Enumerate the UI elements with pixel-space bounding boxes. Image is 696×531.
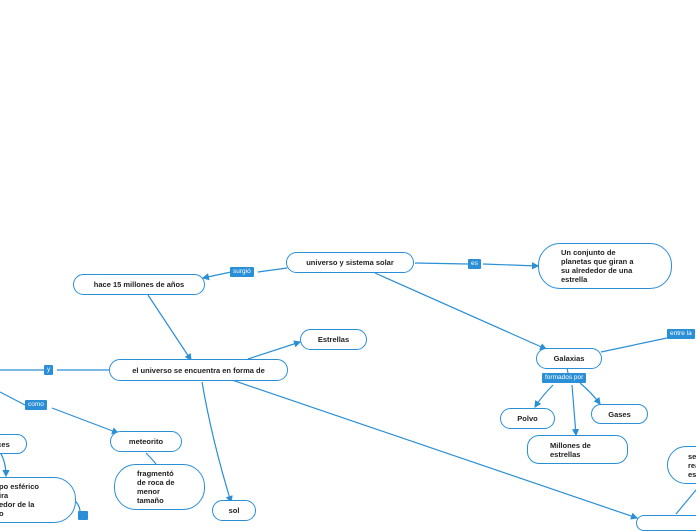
edge-surgio-hace [201,271,232,281]
label-surgio[interactable]: surgió [230,267,254,277]
node-bottom-right-partial[interactable] [636,515,696,531]
node-galaxias[interactable]: Galaxias [536,348,602,369]
node-meteorito[interactable]: meteorito [110,431,182,452]
node-gases[interactable]: Gases [591,404,648,424]
edge-es-def [482,262,540,270]
label-como[interactable]: como [25,400,47,410]
node-hace[interactable]: hace 15 millones de años [73,274,205,295]
edge-central-surgio [257,267,288,273]
node-millones[interactable]: Millones de estrellas [527,435,628,464]
node-definition[interactable]: Un conjunto de planetas que giran a su a… [538,243,672,289]
collapse-toggle-icon[interactable] [78,511,88,520]
edge-formados-millones [571,384,580,437]
node-forma[interactable]: el universo se encuentra en forma de [109,359,288,381]
label-formados[interactable]: formados por [542,373,587,383]
edge-hace-forma [147,294,192,362]
edge-galaxias-entre [600,337,668,353]
connector-layer [0,262,696,520]
node-estrellas[interactable]: Estrellas [300,329,367,350]
node-polvo[interactable]: Polvo [500,408,555,429]
edge-formados-polvo [534,384,554,409]
node-ces-partial[interactable]: ces [0,434,27,454]
node-central[interactable]: universo y sistema solar [286,252,414,273]
edge-left-como [0,391,26,406]
label-entre[interactable]: entre la [667,329,695,339]
edge-forma-sol [201,381,233,504]
edge-formados-gases [579,382,601,405]
edge-central-galaxias [374,272,548,350]
label-y[interactable]: y [44,365,54,375]
node-esferico-partial[interactable]: po esférico ira edor de la o [0,477,76,523]
edge-ces-esferico [0,451,10,478]
edge-meteorito-fragmento [145,452,157,465]
mind-map-canvas: universo y sistema solar Un conjunto de … [0,243,696,531]
edge-como-meteorito [51,407,120,435]
edge-forma-bottom-right [231,379,639,520]
edge-right-partial [675,489,696,515]
node-right-partial[interactable]: se rea es [667,446,696,484]
edge-forma-estrellas [247,340,302,360]
label-es[interactable]: es [468,259,481,269]
edge-central-es [414,262,469,265]
node-fragmento[interactable]: fragmentó de roca de menor tamaño [114,464,205,510]
node-sol[interactable]: sol [212,500,256,521]
